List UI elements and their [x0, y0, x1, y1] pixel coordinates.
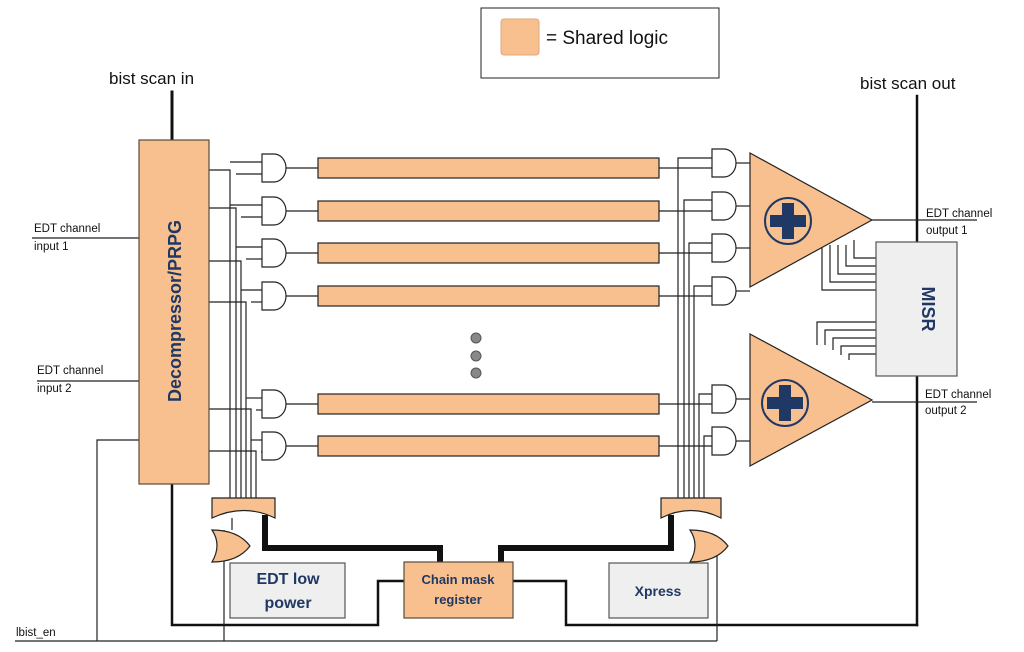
edt-output2-label-2: output 2: [925, 405, 967, 417]
and-gate: [261, 431, 287, 461]
vertical-dots-icon: [470, 332, 482, 379]
bist-scan-in-label: bist scan in: [109, 69, 194, 88]
legend-swatch: [500, 18, 540, 56]
and-gate: [711, 426, 737, 456]
and-gate: [261, 389, 287, 419]
edt-output1-label-2: output 1: [926, 225, 968, 237]
scan-chain: [317, 157, 660, 179]
edt-input1-label-2: input 1: [34, 241, 69, 253]
plus-circle-icon: [761, 379, 809, 427]
thick-wires: [170, 90, 919, 627]
and-gate: [711, 233, 737, 263]
edt-low-power-label-2: power: [264, 595, 311, 612]
edt-input2-label-1: EDT channel: [37, 365, 103, 377]
plus-circle-icon: [764, 197, 812, 245]
chain-mask-label-2: register: [434, 592, 482, 607]
misr-block: [875, 241, 958, 377]
scan-chain: [317, 393, 660, 415]
edt-input1-label-1: EDT channel: [34, 223, 100, 235]
scan-chain: [317, 435, 660, 457]
edt-output1-label-1: EDT channel: [926, 208, 992, 220]
edt-low-power-block: [229, 562, 346, 619]
and-gate: [261, 281, 287, 311]
and-gate: [711, 191, 737, 221]
decompressor-prpg-block: [138, 139, 210, 485]
right-and-gates: [711, 148, 737, 456]
edt-output2-label-1: EDT channel: [925, 389, 991, 401]
and-gate: [711, 148, 737, 178]
and-gate: [711, 276, 737, 306]
and-gate: [711, 384, 737, 414]
bist-scan-out-label: bist scan out: [860, 74, 956, 93]
lbist-en-label: lbist_en: [16, 627, 56, 639]
compactor-2: [749, 332, 874, 468]
right-or-gate: [688, 529, 729, 563]
chain-mask-label-1: Chain mask: [422, 572, 496, 587]
decompressor-label: Decompressor/PRPG: [165, 220, 185, 402]
left-and-gates: [261, 153, 287, 461]
and-gate: [261, 196, 287, 226]
left-or-gate: [210, 529, 251, 563]
scan-chain: [317, 242, 660, 264]
edt-low-power-label-1: EDT low: [256, 571, 320, 588]
and-gate: [261, 153, 287, 183]
thin-wires: [15, 157, 977, 642]
and-gate: [261, 238, 287, 268]
legend-text: = Shared logic: [546, 28, 668, 49]
misr-label: MISR: [918, 287, 938, 332]
xpress-label: Xpress: [635, 583, 682, 599]
edt-input2-label-2: input 2: [37, 383, 72, 395]
left-mask-and-gate: [211, 497, 276, 519]
scan-chain: [317, 200, 660, 222]
xpress-block: [608, 562, 709, 619]
scan-chains: [317, 157, 660, 457]
scan-chain: [317, 285, 660, 307]
right-mask-and-gate: [660, 497, 722, 519]
chain-mask-register-block: [403, 561, 514, 619]
